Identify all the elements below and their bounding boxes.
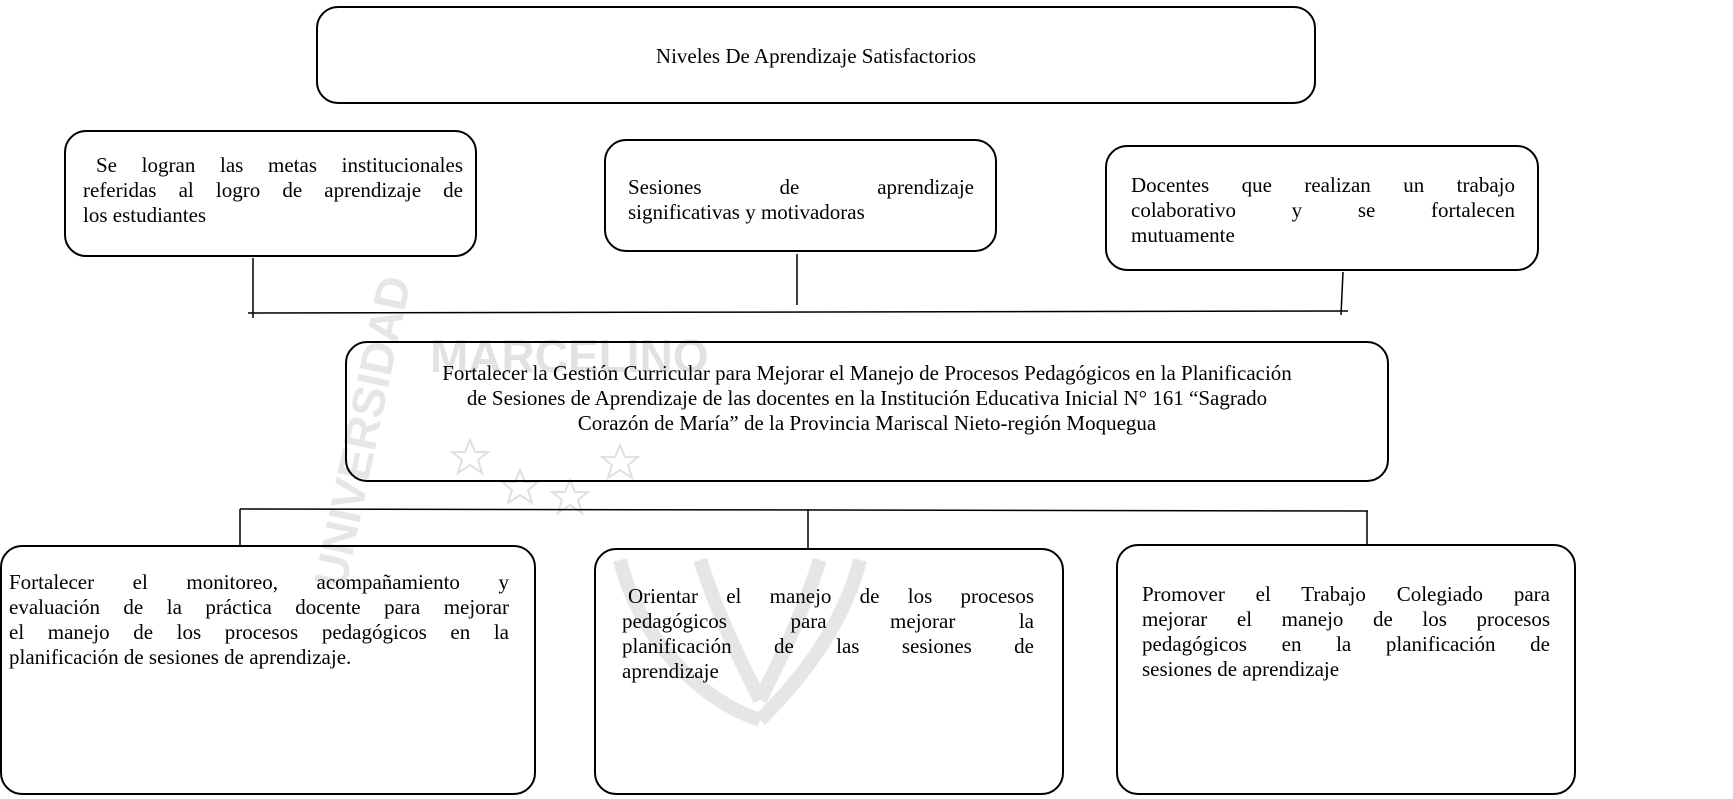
means-1-line-3: el manejo de los procesos pedagógicos en… (9, 620, 509, 644)
effect-2-line-1: Sesiones de aprendizaje (628, 175, 974, 199)
top-level-box (316, 6, 1316, 104)
means-3-line-4: sesiones de aprendizaje (1142, 657, 1340, 681)
means-1-line-1: Fortalecer el monitoreo, acompañamiento … (9, 570, 509, 594)
central-line-3: Corazón de María” de la Provincia Marisc… (577, 411, 1157, 435)
effect-3-line-2: colaborativo y se fortalecen (1131, 198, 1515, 222)
means-3-line-2: mejorar el manejo de los procesos (1142, 607, 1550, 631)
effect-box-2 (604, 139, 997, 252)
means-2-line-1: Orientar el manejo de los procesos (628, 584, 1034, 608)
watermark-stars-icon (449, 437, 641, 516)
means-box-1-text: Fortalecer el monitoreo, acompañamiento … (9, 570, 509, 670)
effect-2-line-2: significativas y motivadoras (628, 200, 865, 224)
means-3-line-1: Promover el Trabajo Colegiado para (1142, 582, 1550, 606)
means-2-line-2: pedagógicos para mejorar la (622, 609, 1034, 633)
means-box-3-text: Promover el Trabajo Colegiado para mejor… (1142, 582, 1550, 682)
means-box-2-text: Orientar el manejo de los procesos pedag… (622, 584, 1034, 684)
effect-3-line-1: Docentes que realizan un trabajo (1131, 173, 1515, 197)
effect-1-line-3: los estudiantes (83, 203, 207, 227)
effect-box-1 (64, 130, 477, 257)
means-1-line-4: planificación de sesiones de aprendizaje… (9, 645, 352, 669)
means-2-line-3: planificación de las sesiones de (622, 634, 1034, 658)
means-box-1 (0, 545, 536, 795)
means-box-2 (594, 548, 1064, 795)
watermark-text: MARCELINO (430, 330, 709, 382)
effect-box-3 (1105, 145, 1539, 271)
effect-box-2-text: Sesiones de aprendizaje significativas y… (628, 175, 974, 225)
means-1-line-2: evaluación de la práctica docente para m… (9, 595, 509, 619)
top-level-title: Niveles De Aprendizaje Satisfactorios (655, 44, 977, 68)
effect-box-3-text: Docentes que realizan un trabajo colabor… (1131, 173, 1515, 248)
central-line-1: Fortalecer la Gestión Curricular para Me… (442, 361, 1292, 385)
effect-3-line-3: mutuamente (1131, 223, 1235, 247)
effect-1-line-1: Se logran las metas institucionales (96, 153, 463, 177)
means-2-line-4: aprendizaje (622, 659, 719, 683)
effect-box-1-text: Se logran las metas institucionales refe… (83, 153, 463, 228)
central-line-2: de Sesiones de Aprendizaje de las docent… (466, 386, 1268, 410)
watermark-emblem-icon (613, 557, 867, 727)
means-3-line-3: pedagógicos en la planificación de (1142, 632, 1550, 656)
central-objective-box (345, 341, 1389, 482)
central-objective-text: Fortalecer la Gestión Curricular para Me… (345, 361, 1389, 436)
means-box-3 (1116, 544, 1576, 795)
effect-1-line-2: referidas al logro de aprendizaje de (83, 178, 463, 202)
